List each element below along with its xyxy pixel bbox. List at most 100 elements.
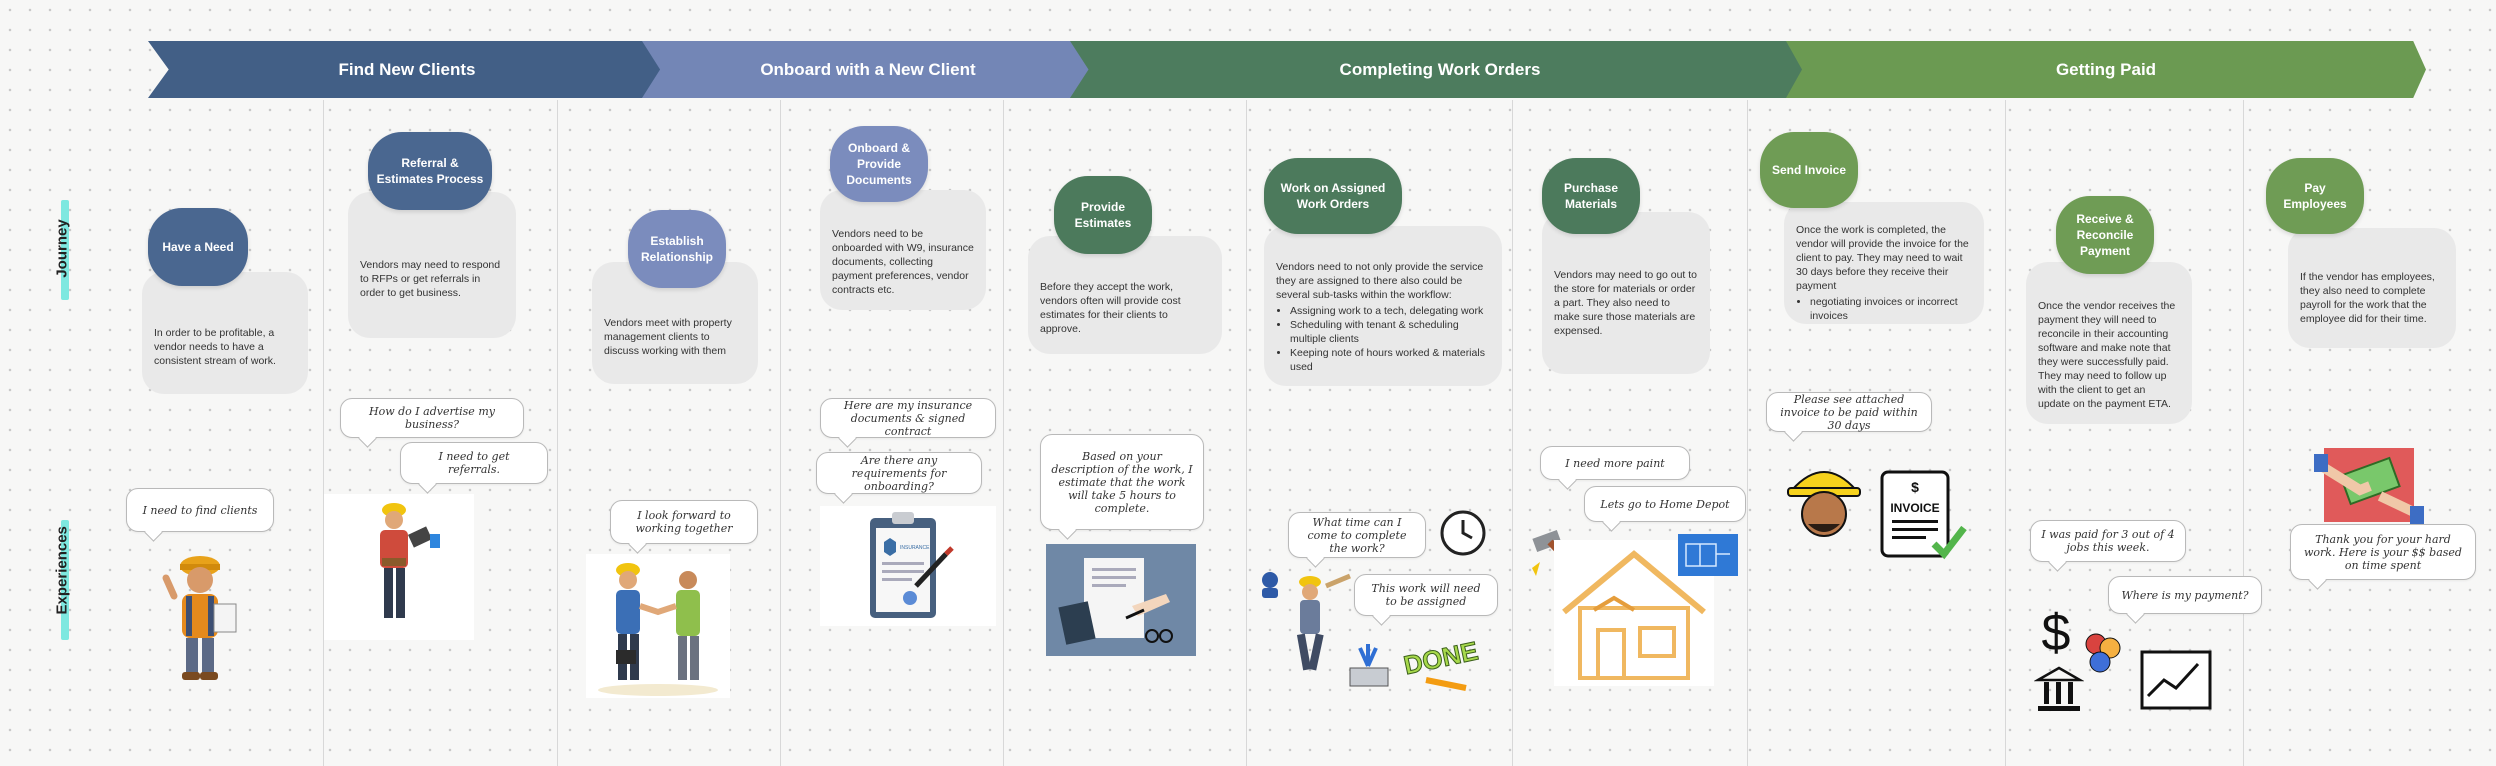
column-divider [557, 100, 558, 766]
step-title: Establish Relationship [640, 234, 713, 264]
insurance-text: INSURANCE [900, 545, 930, 551]
quote-bubble: Thank you for your hard work. Here is yo… [2290, 524, 2476, 580]
step-send-invoice: Send Invoice [1760, 132, 1858, 208]
step-description: If the vendor has employees, they also n… [2300, 271, 2435, 325]
phase-arrow-onboard: Onboard with a New Client [642, 41, 1094, 98]
step-establish-relationship: Establish Relationship [628, 210, 726, 288]
bank-icon [2034, 666, 2084, 711]
svg-text:$: $ [1911, 479, 1919, 495]
step-description: Once the vendor receives the payment the… [2038, 300, 2176, 410]
step-description: Vendors need to not only provide the ser… [1276, 261, 1484, 301]
step-description: Before they accept the work, vendors oft… [1040, 281, 1181, 335]
quote-bubble: Lets go to Home Depot [1584, 486, 1746, 522]
quote-bubble: I need more paint [1540, 446, 1690, 480]
step-bullets: Assigning work to a tech, delegating wor… [1276, 304, 1490, 374]
clock-icon [1440, 510, 1486, 556]
step-title: Receive & Reconcile Payment [2076, 212, 2134, 258]
step-pay-employees: Pay Employees [2266, 158, 2364, 234]
step-card-receive-reconcile: Once the vendor receives the payment the… [2026, 262, 2192, 424]
step-purchase-materials: Purchase Materials [1542, 158, 1640, 234]
column-divider [1747, 100, 1748, 766]
worker-icon [162, 556, 237, 680]
step-provide-estimates: Provide Estimates [1054, 176, 1152, 254]
step-card-pay-employees: If the vendor has employees, they also n… [2288, 228, 2456, 348]
quote-bubble: Please see attached invoice to be paid w… [1766, 392, 1932, 432]
step-bullet: negotiating invoices or incorrect invoic… [1810, 295, 1972, 323]
step-title: Work on Assigned Work Orders [1280, 181, 1386, 211]
phase-arrow-completing-work-orders: Completing Work Orders [1070, 41, 1810, 98]
phase-arrow-getting-paid: Getting Paid [1786, 41, 2426, 98]
step-title: Purchase Materials [1563, 181, 1619, 211]
clipboard-icon: INSURANCE [820, 506, 996, 626]
step-title: Have a Need [162, 240, 234, 254]
step-card-referral: Vendors may need to respond to RFPs or g… [348, 192, 516, 338]
column-divider [1246, 100, 1247, 766]
step-title: Provide Estimates [1074, 200, 1132, 230]
step-onboard-provide-documents: Onboard & Provide Documents [830, 126, 928, 202]
step-title: Referral & Estimates Process [376, 156, 484, 186]
journey-label: Journey [53, 219, 71, 278]
step-card-work-on-assigned: Vendors need to not only provide the ser… [1264, 226, 1502, 386]
worker-hardhat-icon [1787, 471, 1861, 537]
step-card-have-a-need: In order to be profitable, a vendor need… [142, 272, 308, 394]
handshake-icon [586, 554, 730, 698]
step-receive-reconcile-payment: Receive & Reconcile Payment [2056, 196, 2154, 274]
column-divider [323, 100, 324, 766]
phase-arrow-find-new-clients: Find New Clients [148, 41, 666, 98]
step-card-purchase-materials: Vendors may need to go out to the store … [1542, 212, 1710, 374]
worker-laptop-icon [324, 494, 474, 640]
step-bullet: Assigning work to a tech, delegating wor… [1290, 304, 1490, 318]
quote-bubble: I need to find clients [126, 488, 274, 532]
step-bullet: Keeping note of hours worked & materials… [1290, 346, 1490, 374]
column-divider [1003, 100, 1004, 766]
phase-label: Find New Clients [338, 59, 476, 79]
quote-bubble: Based on your description of the work, I… [1040, 434, 1204, 530]
worker-ladder-icon [1262, 572, 1351, 671]
quote-bubble: I was paid for 3 out of 4 jobs this week… [2030, 520, 2186, 562]
column-divider [780, 100, 781, 766]
quote-bubble: Are there any requirements for onboardin… [816, 452, 982, 494]
done-text: DONE [1401, 635, 1481, 680]
experiences-side-bar [61, 520, 69, 640]
step-card-provide-estimates: Before they accept the work, vendors oft… [1028, 236, 1222, 354]
column-divider [2005, 100, 2006, 766]
step-title: Pay Employees [2283, 181, 2347, 211]
phase-label: Completing Work Orders [1339, 59, 1541, 79]
step-work-on-assigned-work-orders: Work on Assigned Work Orders [1264, 158, 1402, 234]
step-description: Vendors may need to go out to the store … [1554, 269, 1698, 337]
step-description: Vendors need to be onboarded with W9, in… [832, 228, 974, 296]
step-bullets: negotiating invoices or incorrect invoic… [1796, 295, 1972, 323]
step-description: Vendors meet with property management cl… [604, 317, 732, 357]
quote-bubble: I need to get referrals. [400, 442, 548, 484]
phase-label: Getting Paid [2055, 59, 2157, 79]
invoice-text: INVOICE [1890, 501, 1939, 515]
quote-bubble: Here are my insurance documents & signed… [820, 398, 996, 438]
step-title: Onboard & Provide Documents [846, 141, 912, 187]
quote-bubble: How do I advertise my business? [340, 398, 524, 438]
experiences-label: Experiences [53, 526, 71, 615]
money-hand-icon [2314, 448, 2424, 524]
phase-label: Onboard with a New Client [760, 59, 976, 79]
quote-bubble: I look forward to working together [610, 500, 758, 544]
step-description: Once the work is completed, the vendor w… [1796, 224, 1969, 292]
invoice-icon: $ INVOICE [1880, 470, 1967, 560]
document-signing-icon [1046, 544, 1196, 656]
blueprint-icon [1678, 534, 1738, 576]
dollar-icon: $ [2042, 604, 2071, 660]
quote-bubble: This work will need to be assigned [1354, 574, 1498, 616]
column-divider [2243, 100, 2244, 766]
step-card-onboard: Vendors need to be onboarded with W9, in… [820, 190, 986, 310]
step-bullet: Scheduling with tenant & scheduling mult… [1290, 318, 1490, 346]
quote-bubble: What time can I come to complete the wor… [1288, 512, 1426, 558]
step-card-send-invoice: Once the work is completed, the vendor w… [1784, 202, 1984, 324]
svg-text:$: $ [2042, 604, 2071, 660]
journey-side-bar [61, 200, 69, 300]
step-have-a-need: Have a Need [148, 208, 248, 286]
coins-icon [2085, 633, 2121, 673]
quote-bubble: Where is my payment? [2108, 576, 2262, 614]
step-description: In order to be profitable, a vendor need… [154, 327, 276, 367]
step-title: Send Invoice [1771, 163, 1847, 177]
column-divider [1512, 100, 1513, 766]
step-description: Vendors may need to respond to RFPs or g… [360, 259, 501, 299]
chart-icon [2140, 650, 2212, 710]
